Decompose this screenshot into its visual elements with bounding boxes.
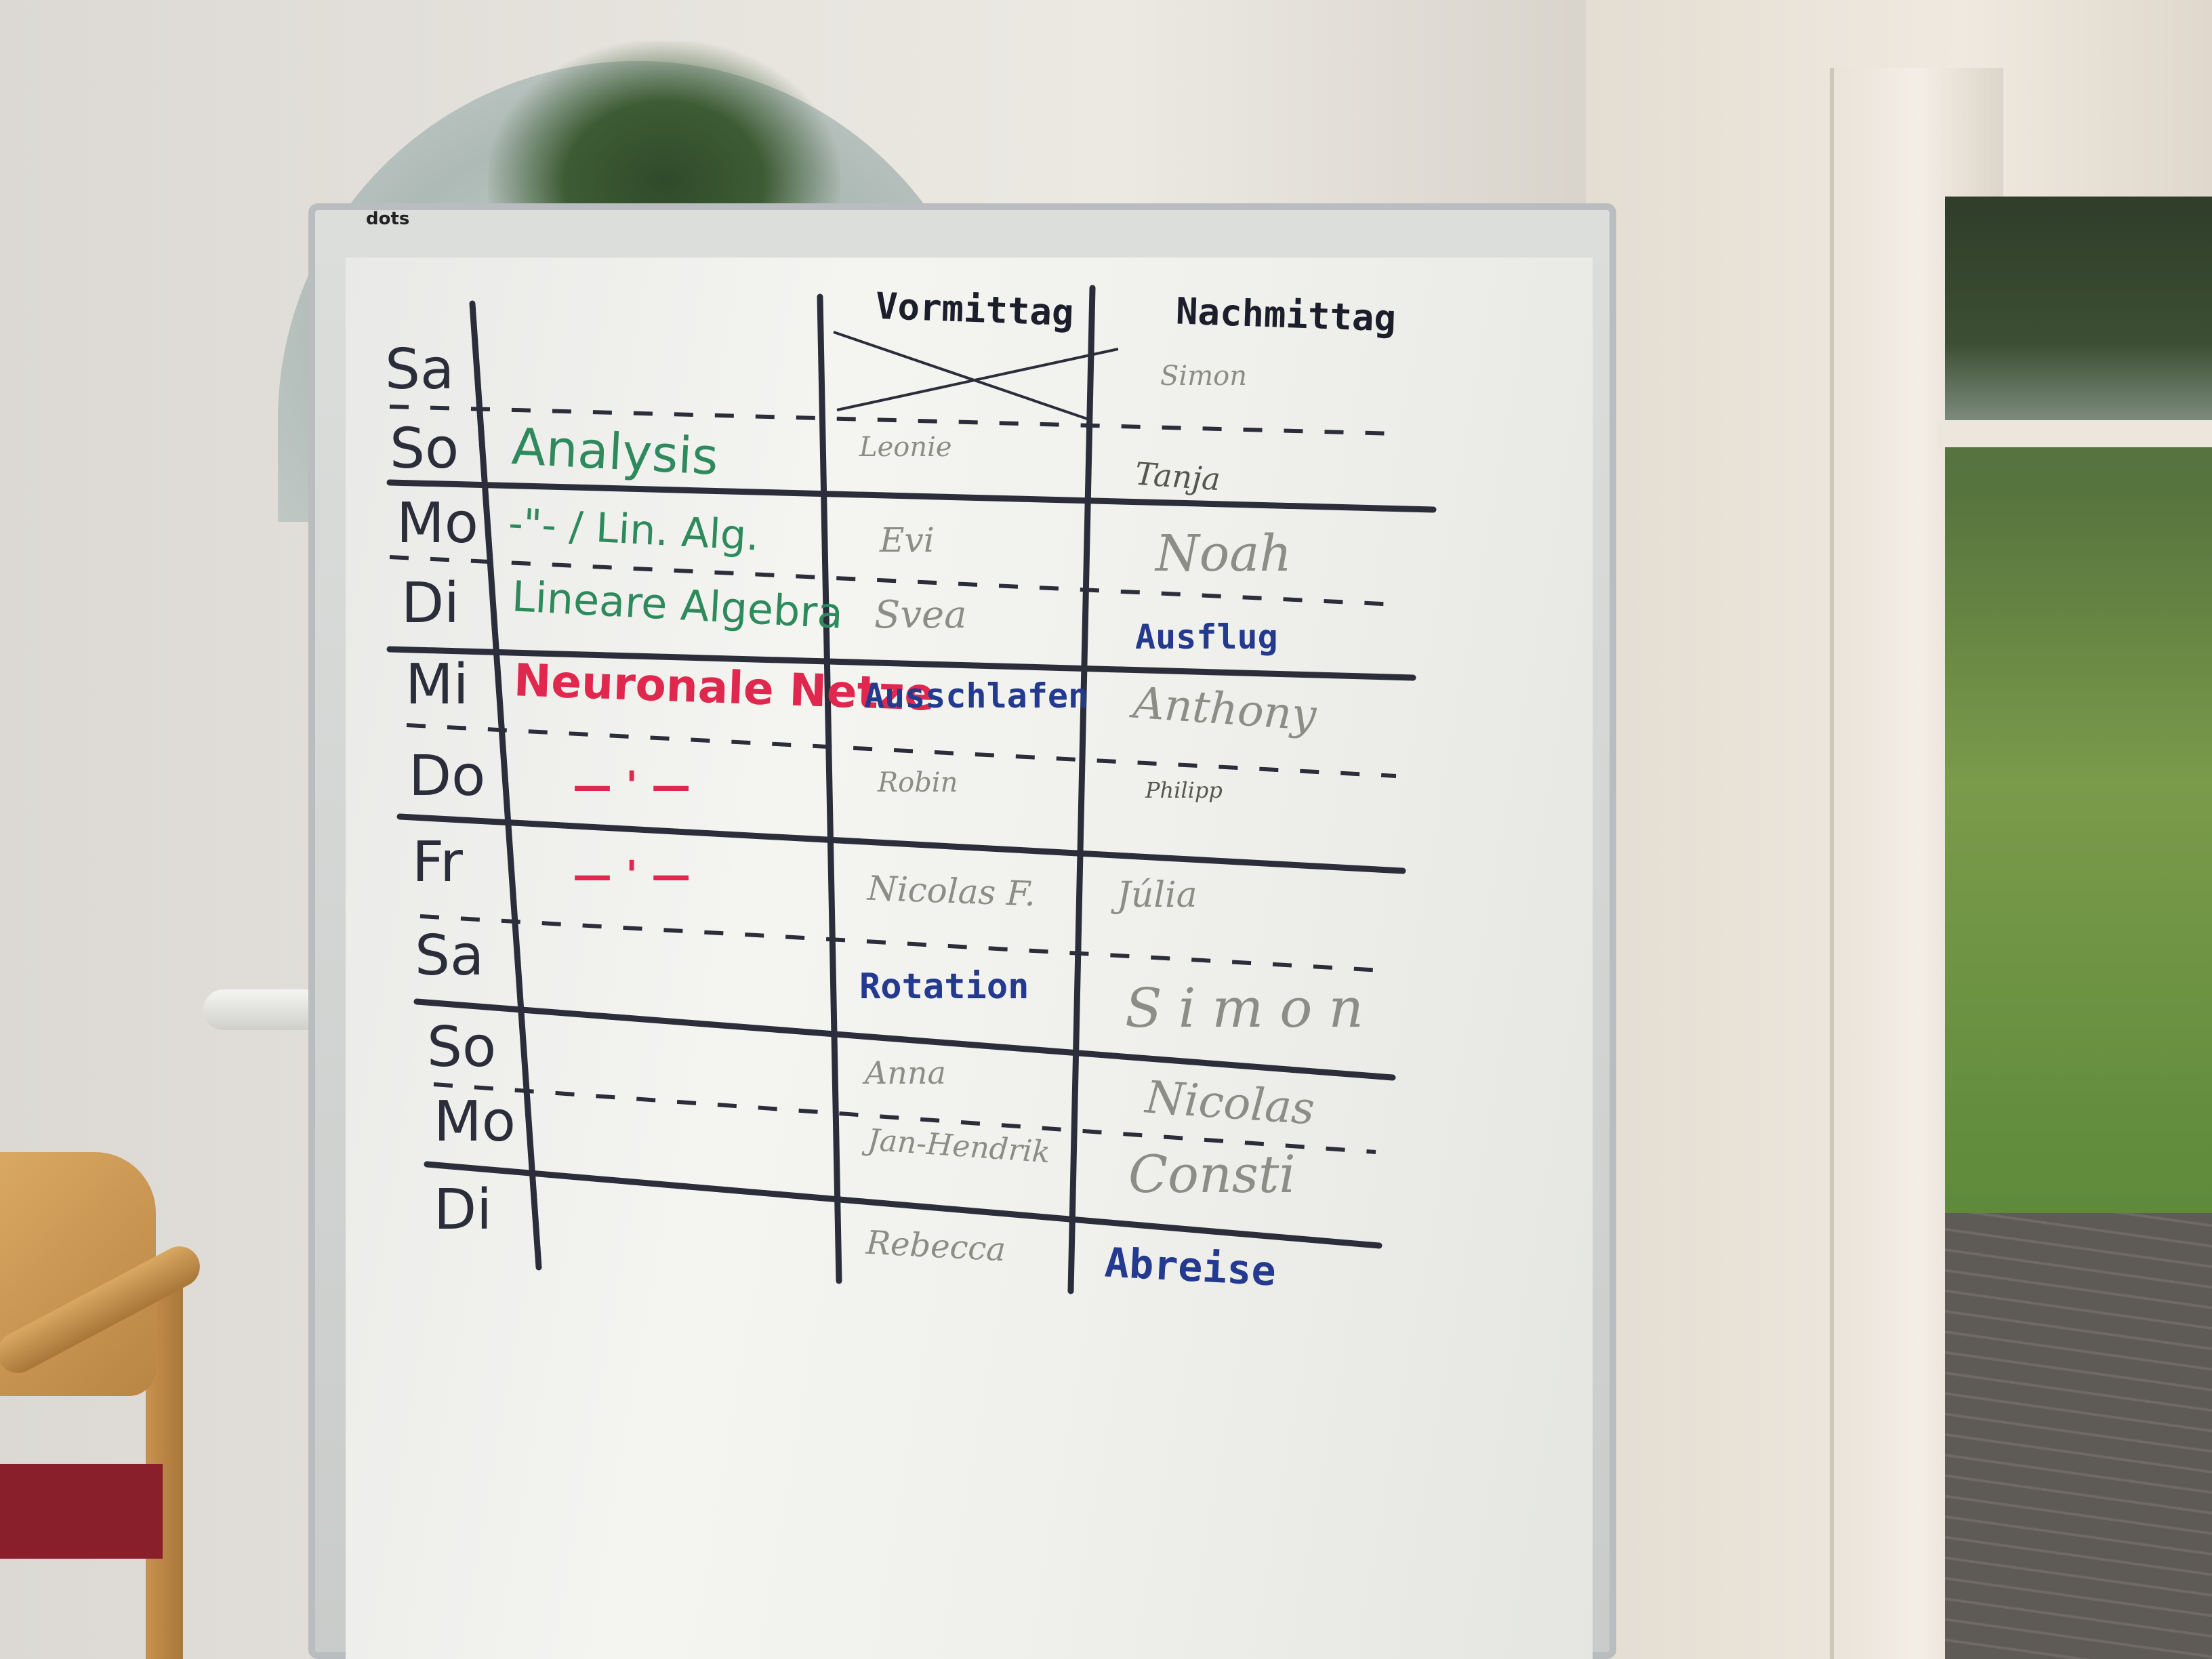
afternoon-do: Philipp — [1145, 777, 1223, 803]
grid-line-vormittag-left — [817, 293, 842, 1284]
afternoon-di-2: Abreise — [1103, 1239, 1277, 1296]
day-so-1: So — [390, 417, 459, 481]
day-di-2: Di — [434, 1178, 492, 1242]
grid-dash-2 — [389, 555, 1397, 607]
topic-analysis: Analysis — [510, 417, 720, 487]
grid-dash-3 — [406, 723, 1397, 778]
day-sa-2: Sa — [415, 924, 485, 988]
day-mo-2: Mo — [434, 1090, 516, 1154]
day-sa-1: Sa — [385, 337, 455, 402]
grid-line-days — [469, 300, 542, 1271]
grid-dash-1 — [389, 405, 1397, 436]
day-fr: Fr — [412, 830, 463, 895]
header-vormittag: Vormittag — [875, 284, 1075, 335]
grid-line-vormittag-right — [1067, 285, 1096, 1294]
topic-ditto-fr: — ' — — [573, 852, 691, 898]
morning-do: Robin — [878, 767, 958, 798]
day-so-2: So — [427, 1015, 497, 1080]
grid-line-row-2 — [386, 646, 1416, 681]
grid-line-row-3 — [396, 813, 1406, 874]
morning-di: Svea — [874, 593, 967, 637]
morning-mi: Ausschlafen — [864, 676, 1089, 716]
grid-line-row-1 — [386, 479, 1437, 513]
board-brand-logo: dots — [366, 209, 410, 229]
afternoon-mo-2: Nicolas — [1143, 1071, 1317, 1135]
morning-mo: Evi — [880, 520, 935, 560]
afternoon-fr: Júlia — [1117, 875, 1197, 916]
morning-so-2: Anna — [865, 1054, 946, 1091]
afternoon-sa: Simon — [1160, 361, 1247, 392]
header-nachmittag: Nachmittag — [1175, 289, 1397, 340]
morning-sa: Rotation — [859, 966, 1029, 1007]
afternoon-mo: Noah — [1155, 525, 1292, 583]
flipchart-paper — [346, 258, 1593, 1659]
window-bar — [1938, 420, 2212, 447]
radiator-knob — [203, 989, 325, 1030]
paving-stones — [1945, 1213, 2212, 1659]
cross-line-1 — [833, 331, 1092, 422]
morning-di-2: Rebecca — [865, 1223, 1007, 1269]
cross-line-2 — [836, 348, 1119, 411]
day-do: Do — [409, 744, 486, 808]
afternoon-di: Ausflug — [1135, 617, 1278, 657]
topic-ditto-do: — ' — — [573, 762, 691, 808]
afternoon-so: Tanja — [1134, 455, 1222, 498]
grid-line-row-4 — [413, 998, 1396, 1081]
grid-dash-4 — [419, 914, 1383, 972]
plant — [488, 41, 840, 217]
grid-line-row-5 — [424, 1161, 1382, 1249]
afternoon-consti: Consti — [1128, 1144, 1296, 1204]
morning-so: Leonie — [859, 432, 952, 463]
morning-fr: Nicolas F. — [867, 868, 1036, 914]
day-mi: Mi — [405, 653, 469, 717]
chair-seat — [0, 1464, 163, 1559]
day-di-1: Di — [401, 571, 459, 636]
day-mo-1: Mo — [396, 491, 478, 556]
afternoon-sa-2: Simon — [1125, 977, 1380, 1040]
grid-dash-5 — [433, 1082, 1376, 1154]
trees — [1945, 197, 2212, 441]
afternoon-mi: Anthony — [1131, 678, 1318, 741]
topic-ditto-lin-alg: -"- / Lin. Alg. — [507, 499, 760, 560]
